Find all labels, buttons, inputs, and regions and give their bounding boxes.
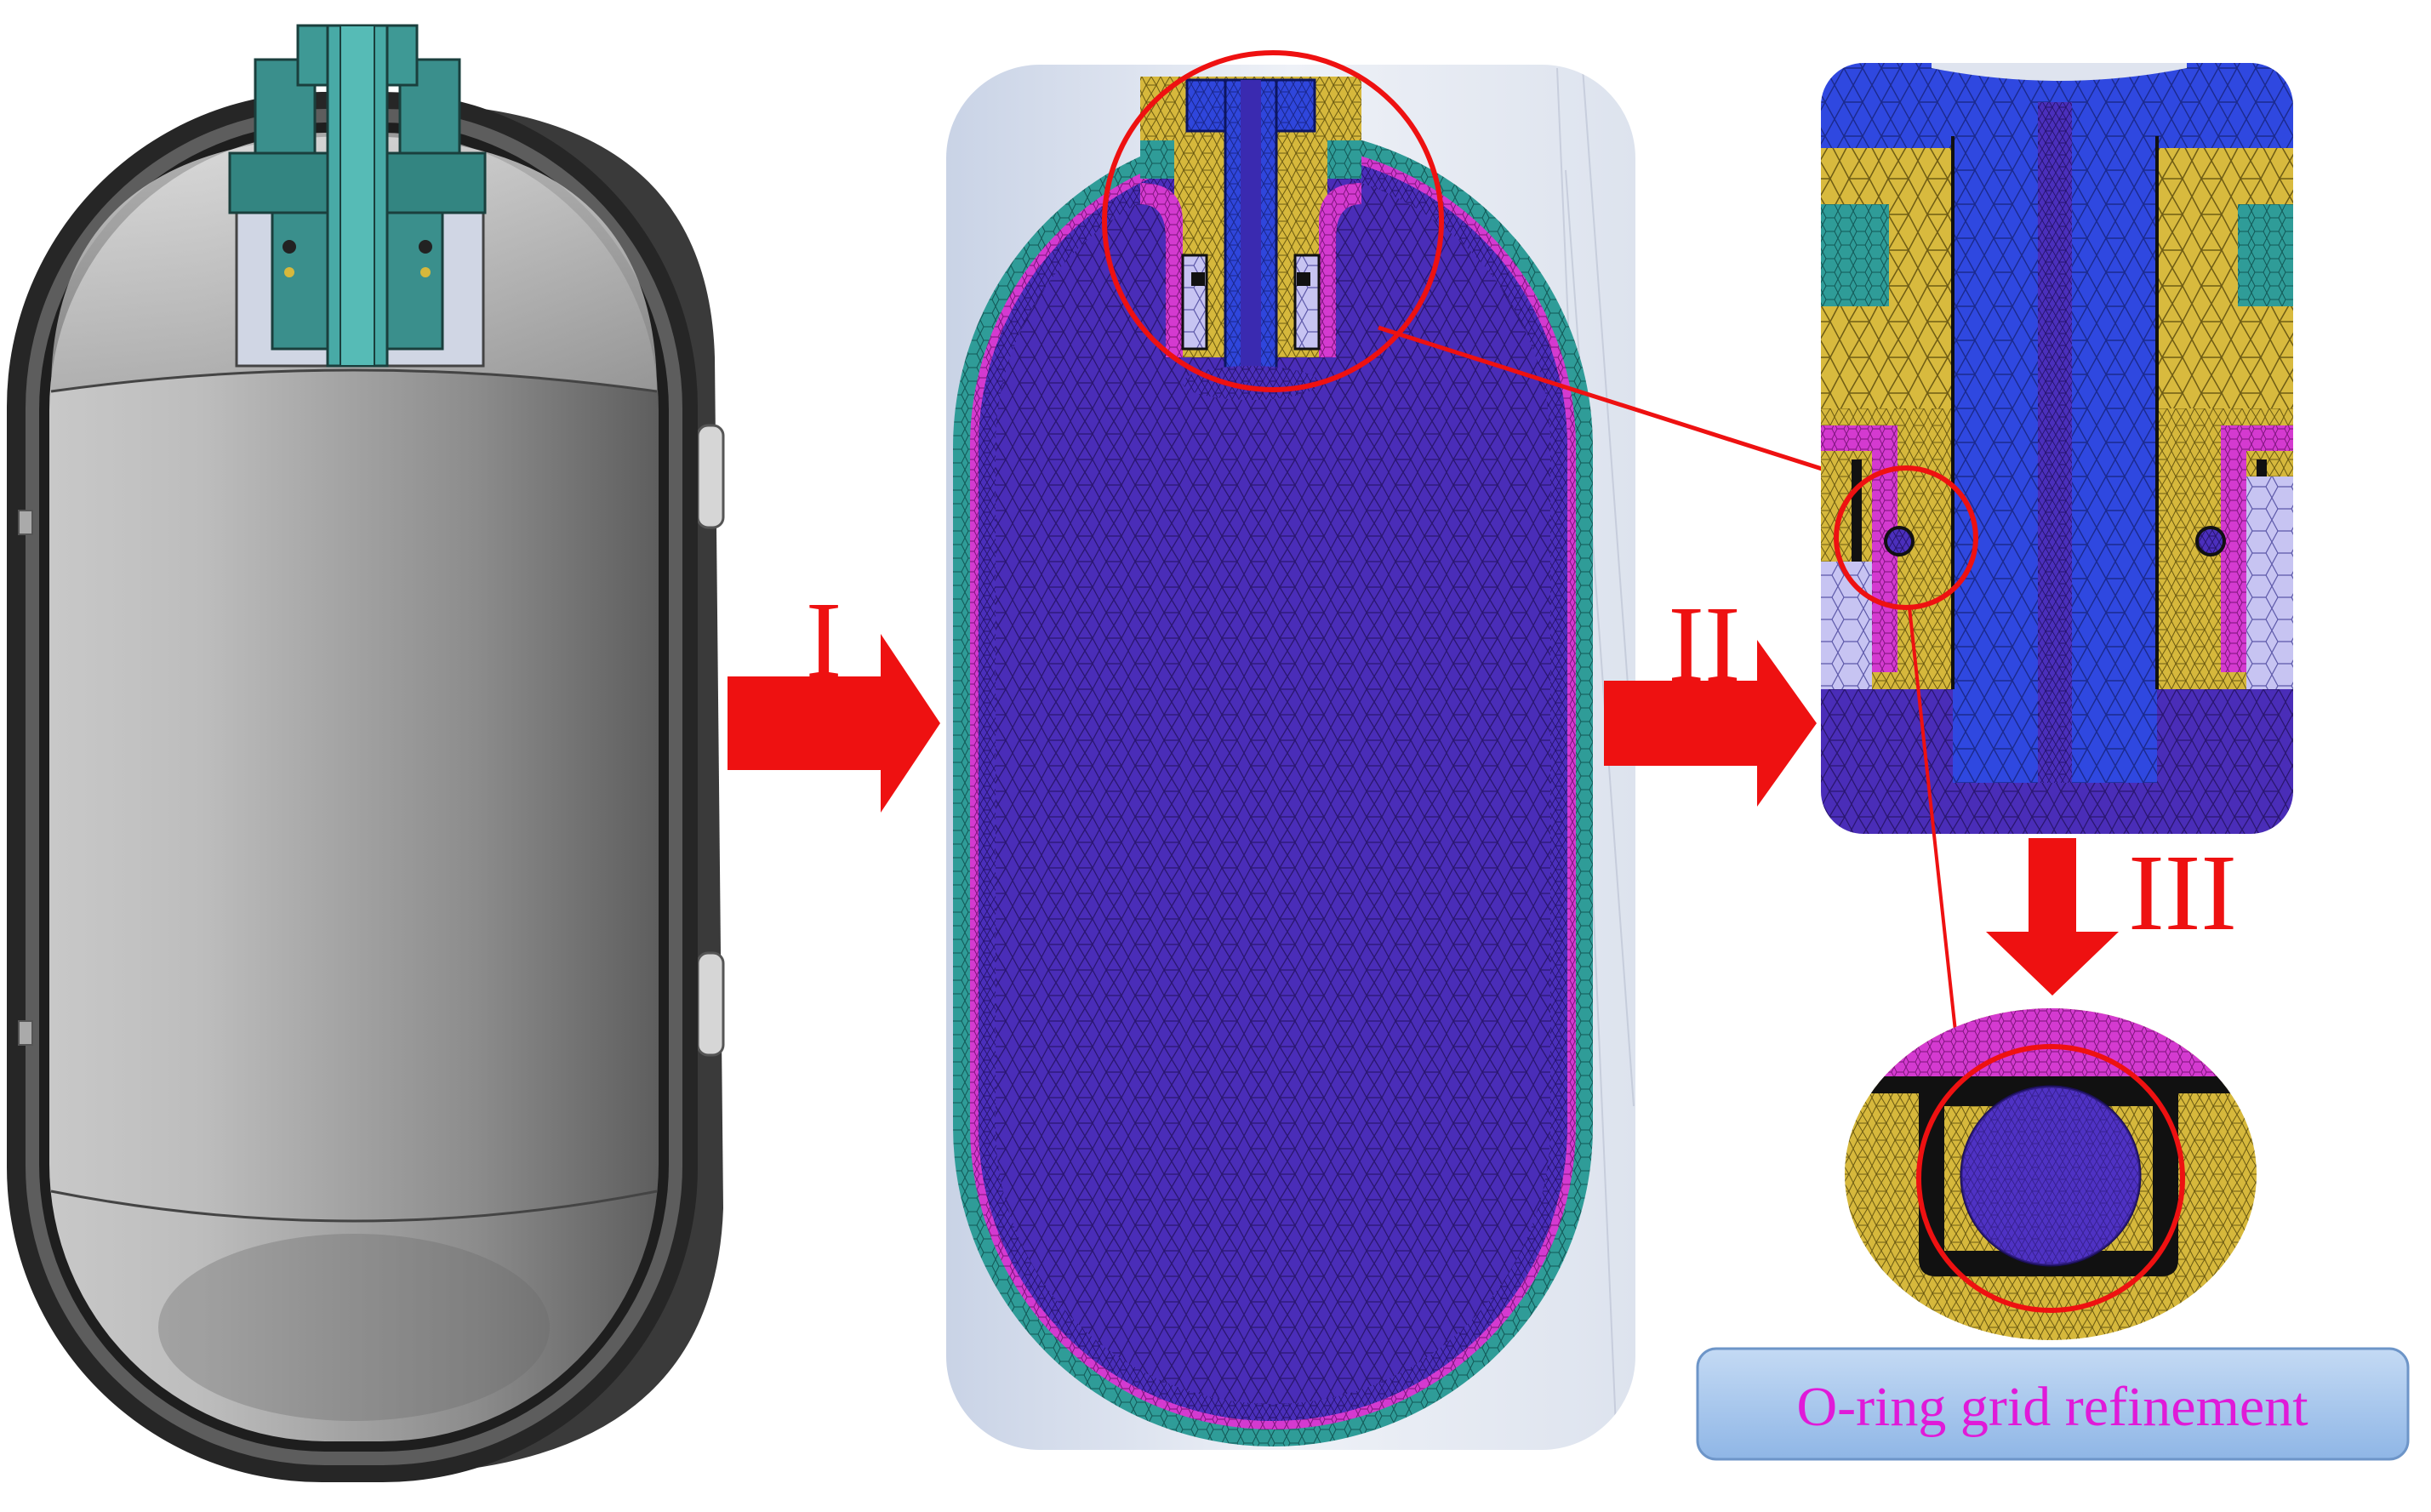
- step-arrow-right-1: [728, 634, 940, 813]
- connector-line-2: [1908, 607, 1959, 1047]
- zoom-circle-boss: [1102, 50, 1444, 392]
- caption-text: O-ring grid refinement: [1796, 1376, 2308, 1438]
- oring-refinement-view: [1845, 1008, 2257, 1340]
- valve-fitting: [228, 24, 487, 368]
- step-label-2: II: [1668, 584, 1740, 705]
- boss-detail-panel: [1821, 63, 2293, 834]
- step-arrow-down: [1986, 838, 2119, 996]
- zoom-circle-oring-detail: [1916, 1044, 2185, 1313]
- zoom-circle-oring: [1834, 465, 1978, 610]
- step-label-1: I: [806, 579, 842, 700]
- oring-cross-section: [1960, 1085, 2142, 1267]
- connector-line-1: [1378, 325, 1860, 483]
- caption-box: O-ring grid refinement: [1696, 1347, 2410, 1461]
- tank-cad-model: [7, 24, 725, 1482]
- step-arrow-right-2: [1604, 640, 1817, 807]
- step-label-3: III: [2128, 832, 2237, 953]
- tank-mesh-panel: [946, 65, 1635, 1450]
